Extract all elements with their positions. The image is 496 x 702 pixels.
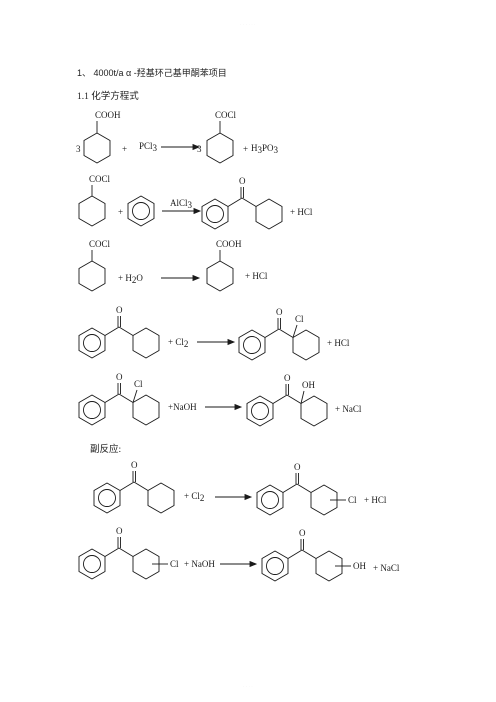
reaction-3: COCl + H2O COOH + HCl [78,239,268,292]
coefficient-3: 3 [197,144,202,154]
hydroxyl-label: OH [353,561,366,571]
cyclohexane-ring [83,132,111,164]
benzene-ring [256,484,284,516]
hydroxyl-label: OH [302,380,315,390]
cyclohexane-ring [206,260,234,292]
cyclohexane-ring [78,260,106,292]
h2o-label: + H2O [118,273,143,285]
cyclohexane-ring [292,329,320,361]
plus-sign: + [243,144,248,154]
benzene-ring-circle [266,557,284,575]
pcl3-label: PCl3 [139,141,158,153]
header-mark: · · · · · · [240,22,256,26]
benzene-ring-circle [251,402,269,420]
benzene-ring [127,195,155,227]
h3po3-label: H3PO3 [251,143,279,155]
cyclohexane-ring [132,327,160,359]
cocl-label: COCl [89,239,111,249]
cyclohexane-ring [315,550,343,582]
nacl-label: + NaCl [373,563,400,573]
cyclohexane-ring [132,548,160,580]
benzene-ring [78,394,106,426]
benzene-ring-circle [83,401,101,419]
benzene-ring [78,327,106,359]
benzene-ring-circle [243,336,261,354]
coefficient-3: 3 [76,144,81,154]
cyclohexane-ring [132,394,160,426]
cyclohexane-ring [78,195,106,227]
reaction-2: COCl + AlCl3 O + HCl [78,174,313,230]
carbonyl-oxygen-label: O [299,528,306,538]
cocl-label: COCl [215,110,237,120]
benzene-ring-circle [98,489,116,507]
carbonyl-oxygen-label: O [131,460,138,470]
subsection-title: 1.1 化学方程式 [77,92,139,102]
benzene-ring [261,550,289,582]
benzene-ring [201,198,229,230]
nacl-label: + NaCl [335,404,362,414]
carbonyl-oxygen-label: O [116,526,123,536]
hcl-label: + HCl [245,271,268,281]
benzene-ring [78,548,106,580]
plus-sign: + [118,207,123,217]
footer-mark: · · · · [243,684,253,688]
cl2-label: + Cl2 [184,491,204,503]
chlorine-label: Cl [295,314,304,324]
cooh-label: COOH [216,239,242,249]
cooh-label: COOH [95,110,121,120]
carbonyl-oxygen-label: O [294,462,301,472]
cocl-label: COCl [89,174,111,184]
plus-sign: + [122,144,127,154]
carbonyl-oxygen-label: O [116,305,123,315]
hcl-label: + HCl [290,207,313,217]
reaction-1: COOH 3 + PCl3 3 COCl + H3PO3 [76,110,279,164]
benzene-ring-circle [83,555,101,573]
naoh-label: +NaOH [168,402,197,412]
side-reactions-label: 副反应: [90,445,122,455]
reaction-5: O Cl +NaOH O OH + NaCl [78,372,362,427]
hcl-label: + HCl [364,495,387,505]
cl2-label: + Cl2 [168,337,188,349]
benzene-ring [93,482,121,514]
reaction-4: O + Cl2 O Cl + HCl [78,305,350,361]
section-title: 1、 4000t/a α -羟基环己基甲酮苯项目 [77,68,227,78]
chlorine-label: Cl [170,559,179,569]
benzene-ring [246,395,274,427]
benzene-ring-circle [261,491,279,509]
benzene-ring-circle [132,202,150,220]
carbonyl-oxygen-label: O [116,372,123,382]
cyclohexane-ring [206,132,234,164]
benzene-ring-circle [206,205,224,223]
benzene-ring [238,329,266,361]
benzene-ring-circle [83,334,101,352]
carbonyl-oxygen-label: O [239,176,246,186]
cyclohexane-ring [300,395,328,427]
side-reaction-1: O + Cl2 O Cl + HCl [93,460,387,516]
carbonyl-oxygen-label: O [284,373,291,383]
chlorine-label: Cl [348,495,357,505]
naoh-label: + NaOH [184,559,215,569]
chlorine-label: Cl [134,379,143,389]
cyclohexane-ring [310,484,338,516]
cyclohexane-ring [147,482,175,514]
carbonyl-oxygen-label: O [276,307,283,317]
alcl3-label: AlCl3 [170,198,193,210]
cyclohexane-ring [255,198,283,230]
hcl-label: + HCl [327,338,350,348]
side-reaction-2: O Cl + NaOH O OH + NaCl [78,526,400,582]
